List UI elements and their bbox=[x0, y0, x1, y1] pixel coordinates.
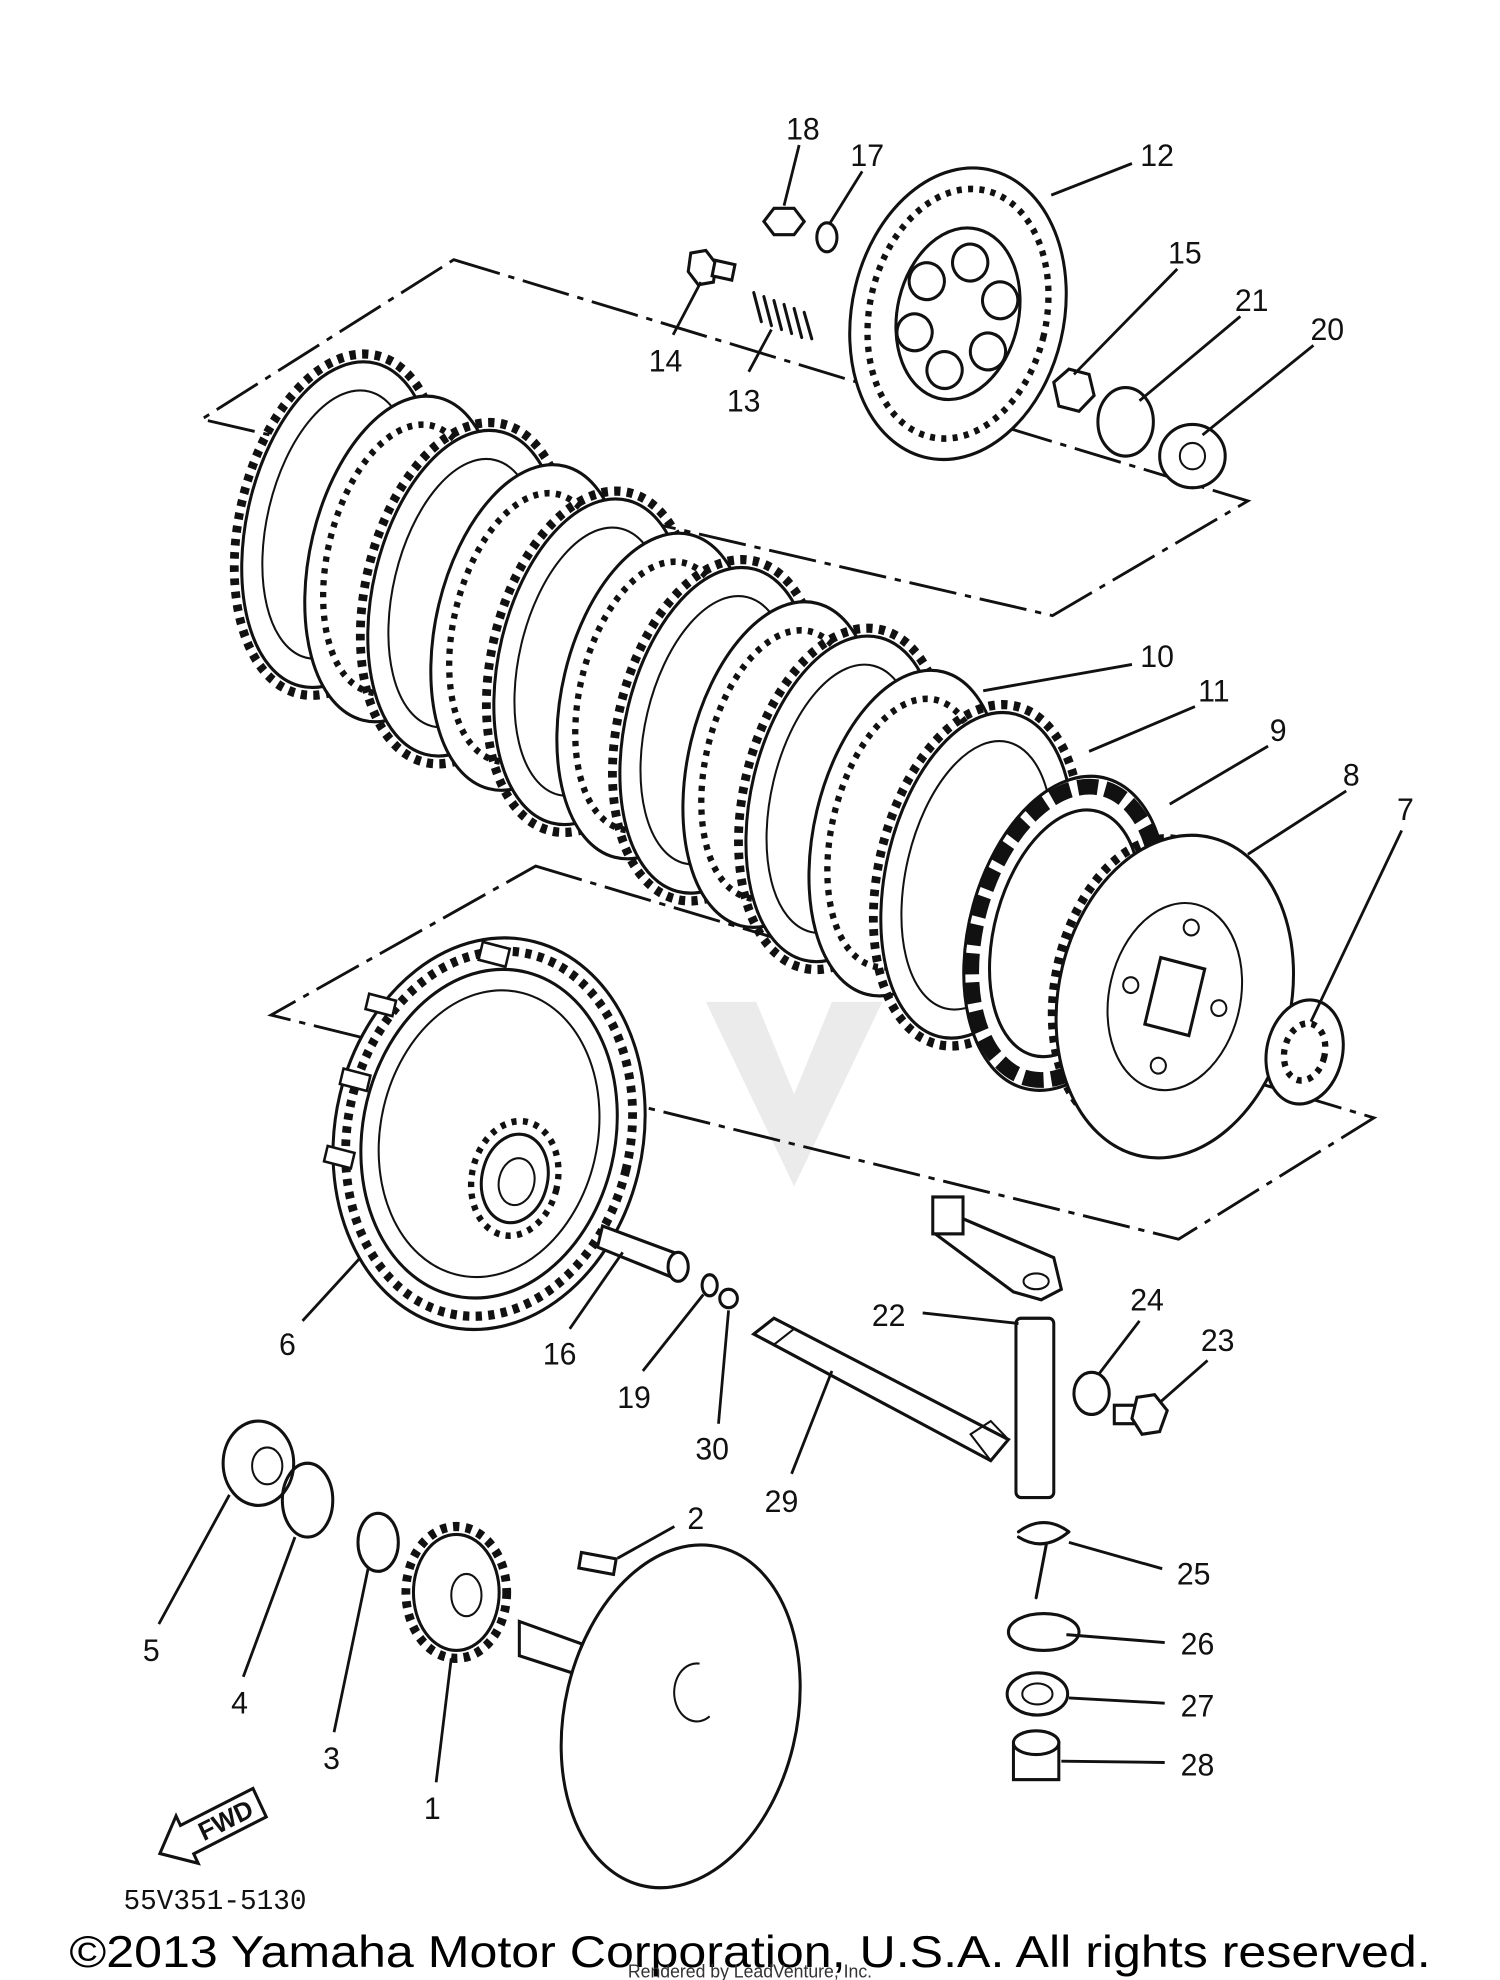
plate-group-outline bbox=[197, 258, 1252, 618]
callout-18: 18 bbox=[782, 111, 820, 207]
callout-label: 21 bbox=[1235, 282, 1269, 318]
part-25-spring bbox=[1016, 1520, 1071, 1600]
callout-13: 13 bbox=[727, 328, 773, 419]
callout-1: 1 bbox=[424, 1658, 453, 1827]
part-7-lock-washer bbox=[1264, 998, 1345, 1106]
callout-25: 25 bbox=[1068, 1540, 1211, 1592]
callout-3: 3 bbox=[323, 1568, 370, 1776]
part-27-oil-seal bbox=[1005, 1671, 1070, 1717]
callout-label: 12 bbox=[1140, 137, 1174, 173]
part-22-push-lever-shaft bbox=[931, 1195, 1064, 1500]
part-14-bolt bbox=[686, 248, 737, 287]
callout-label: 5 bbox=[143, 1632, 160, 1668]
part-19-o-ring bbox=[700, 1273, 719, 1298]
callout-9: 9 bbox=[1169, 712, 1287, 806]
callout-label: 3 bbox=[323, 1740, 340, 1776]
callout-11: 11 bbox=[1088, 673, 1230, 753]
part-6-clutch-housing bbox=[322, 936, 647, 1332]
copyright-notice: ©2013 Yamaha Motor Corporation, U.S.A. A… bbox=[69, 1927, 1430, 1977]
clutch-plate-stack bbox=[229, 349, 1085, 1051]
part-20-lock-washer bbox=[1158, 422, 1227, 490]
part-26-circlip bbox=[1006, 1611, 1081, 1653]
callout-label: 10 bbox=[1140, 638, 1174, 674]
callout-12: 12 bbox=[1050, 137, 1174, 197]
callout-17: 17 bbox=[828, 137, 884, 225]
callout-26: 26 bbox=[1066, 1626, 1214, 1662]
part-15-nut bbox=[1052, 367, 1096, 414]
part-4-lock-washer bbox=[280, 1461, 335, 1539]
callout-label: 24 bbox=[1130, 1282, 1164, 1318]
callout-label: 16 bbox=[543, 1336, 577, 1372]
callout-28: 28 bbox=[1061, 1747, 1214, 1783]
callout-8: 8 bbox=[1247, 757, 1360, 856]
callout-label: 22 bbox=[872, 1298, 906, 1334]
part-29-push-rod bbox=[750, 1316, 1011, 1463]
part-13-spring bbox=[752, 291, 814, 341]
callout-label: 29 bbox=[765, 1483, 799, 1519]
callout-5: 5 bbox=[143, 1494, 231, 1668]
callout-label: 11 bbox=[1198, 673, 1229, 709]
rendered-by-notice: Rendered by LeadVenture, Inc. bbox=[628, 1961, 872, 1980]
part-28-bearing bbox=[1011, 1729, 1061, 1782]
callout-label: 8 bbox=[1343, 757, 1360, 793]
part-23-bolt bbox=[1112, 1393, 1169, 1436]
diagram-code: 55V351-5130 bbox=[124, 1884, 307, 1918]
callout-23: 23 bbox=[1158, 1323, 1235, 1404]
part-5-nut bbox=[221, 1419, 296, 1508]
callout-label: 13 bbox=[727, 383, 761, 419]
callouts: 1 2 3 4 5 6 7 8 9 11 10 12 13 14 15 16 1… bbox=[143, 111, 1414, 1826]
part-2-key bbox=[577, 1550, 618, 1577]
callout-10: 10 bbox=[982, 638, 1174, 693]
callout-27: 27 bbox=[1068, 1688, 1215, 1724]
callout-4: 4 bbox=[231, 1536, 297, 1721]
part-24-washer bbox=[1072, 1370, 1111, 1417]
callout-29: 29 bbox=[765, 1370, 834, 1519]
part-18-nut bbox=[761, 206, 807, 237]
callout-label: 1 bbox=[424, 1791, 441, 1827]
part-30-ball bbox=[718, 1287, 739, 1310]
callout-label: 18 bbox=[786, 111, 820, 147]
callout-14: 14 bbox=[649, 281, 703, 379]
fwd-arrow-icon: FWD bbox=[157, 1786, 269, 1866]
callout-label: 25 bbox=[1177, 1556, 1211, 1592]
callout-24: 24 bbox=[1098, 1282, 1164, 1375]
part-16-push-rod bbox=[595, 1223, 690, 1283]
callout-label: 28 bbox=[1181, 1747, 1215, 1783]
crankshaft-web bbox=[517, 1543, 802, 1890]
watermark-logo bbox=[705, 1001, 883, 1187]
callout-label: 2 bbox=[687, 1501, 704, 1537]
callout-label: 20 bbox=[1310, 311, 1344, 347]
callout-16: 16 bbox=[543, 1251, 624, 1372]
callout-21: 21 bbox=[1138, 282, 1269, 402]
callout-label: 23 bbox=[1201, 1323, 1235, 1359]
callout-7: 7 bbox=[1309, 791, 1414, 1023]
part-17-washer bbox=[815, 221, 839, 254]
callout-30: 30 bbox=[695, 1310, 730, 1467]
callout-label: 14 bbox=[649, 343, 683, 379]
callout-label: 19 bbox=[617, 1379, 651, 1415]
part-12-pressure-plate bbox=[848, 166, 1068, 462]
callout-2: 2 bbox=[616, 1501, 704, 1560]
callout-20: 20 bbox=[1201, 311, 1344, 437]
callout-label: 4 bbox=[231, 1685, 248, 1721]
part-3-circlip bbox=[356, 1511, 400, 1573]
callout-19: 19 bbox=[617, 1293, 705, 1415]
callout-label: 26 bbox=[1181, 1626, 1215, 1662]
callout-label: 6 bbox=[279, 1327, 296, 1363]
callout-label: 27 bbox=[1181, 1688, 1215, 1724]
callout-label: 17 bbox=[850, 137, 884, 173]
callout-22: 22 bbox=[872, 1298, 1019, 1334]
callout-6: 6 bbox=[279, 1257, 361, 1363]
callout-15: 15 bbox=[1072, 235, 1202, 376]
callout-label: 9 bbox=[1270, 712, 1287, 748]
part-21-bearing bbox=[1096, 385, 1155, 458]
part-1-primary-drive-gear bbox=[401, 1521, 512, 1663]
callout-label: 15 bbox=[1168, 235, 1202, 271]
callout-label: 7 bbox=[1397, 791, 1414, 827]
callout-label: 30 bbox=[695, 1431, 729, 1467]
